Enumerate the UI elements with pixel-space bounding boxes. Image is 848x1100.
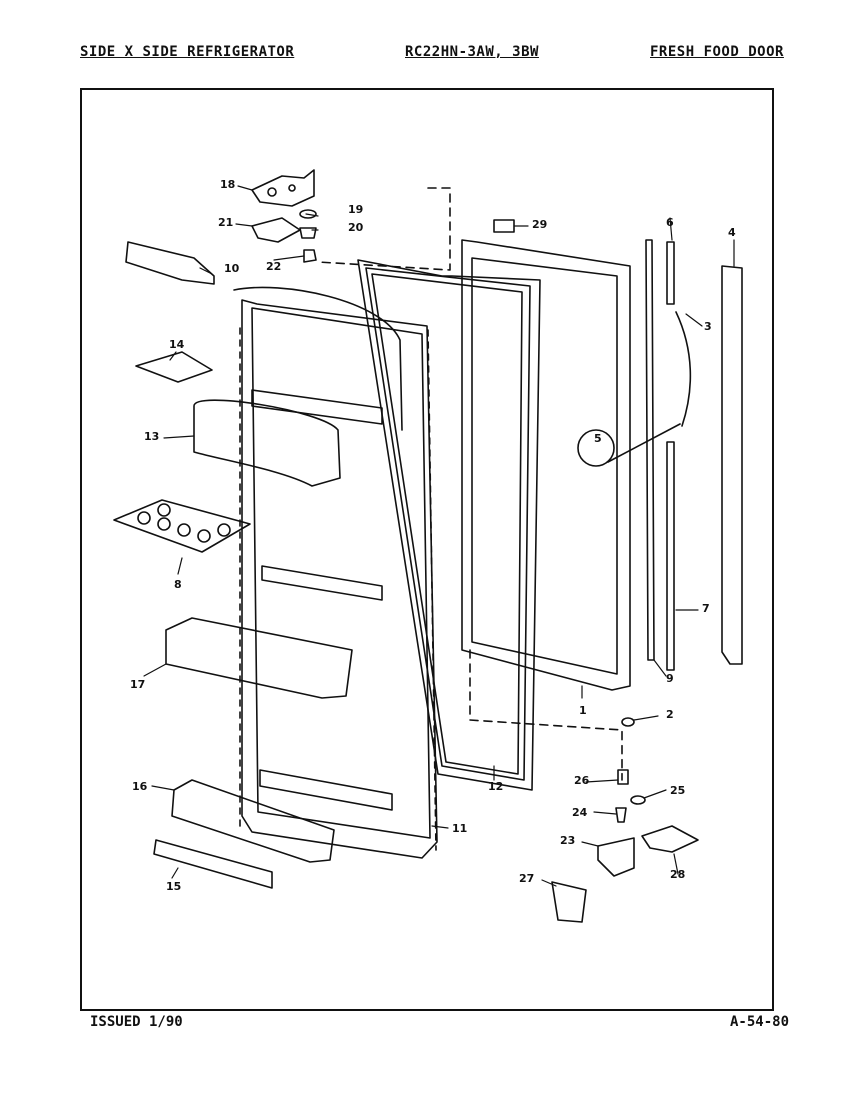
- lower-washer: [621, 717, 635, 727]
- mounting-bracket: [551, 881, 587, 923]
- door-shelf: [165, 617, 353, 699]
- callout-9: 9: [666, 672, 674, 685]
- door-gasket: [357, 259, 541, 791]
- side-trim-strip: [645, 239, 655, 661]
- callout-20: 20: [348, 221, 364, 234]
- upper-hinge: [251, 169, 315, 207]
- egg-tray: [113, 499, 251, 553]
- handle-insert: [675, 311, 692, 427]
- callout-10: 10: [224, 262, 240, 275]
- hinge-pin-path: [317, 187, 451, 271]
- callout-17: 17: [130, 678, 146, 691]
- handle-trim-lower: [666, 441, 675, 671]
- outer-door-panel: [461, 239, 631, 691]
- handle-screw-detail: [577, 429, 615, 467]
- header-model: RC22HN-3AW, 3BW: [405, 44, 539, 60]
- callout-29: 29: [532, 218, 548, 231]
- handle-trim-upper: [666, 241, 675, 305]
- hinge-pin: [615, 807, 627, 823]
- callout-4: 4: [728, 226, 736, 239]
- door-stop-bracket: [125, 241, 215, 285]
- hinge-shim: [251, 217, 301, 243]
- door-liner: [233, 286, 438, 859]
- header-section: FRESH FOOD DOOR: [650, 44, 784, 60]
- callout-3: 3: [704, 320, 712, 333]
- bin-trim-strip: [153, 839, 273, 889]
- callout-19: 19: [348, 203, 364, 216]
- callout-13: 13: [144, 430, 160, 443]
- door-handle: [721, 265, 743, 665]
- callout-26: 26: [574, 774, 590, 787]
- callout-23: 23: [560, 834, 576, 847]
- lower-hinge-path: [469, 649, 623, 781]
- lower-hinge-bracket: [597, 837, 635, 877]
- hinge-pin-bushing: [617, 769, 629, 785]
- diagram-frame: 18 19 20 21 22 10 14 13 8 17 16 15 11 12…: [80, 88, 774, 1011]
- exploded-parts-diagram: [113, 169, 743, 923]
- leader-lines: [143, 185, 735, 887]
- hinge-nut: [303, 249, 317, 263]
- door-pad: [493, 219, 515, 233]
- callout-24: 24: [572, 806, 588, 819]
- callout-12: 12: [488, 780, 504, 793]
- bottom-door-bin: [171, 779, 335, 863]
- callout-2: 2: [666, 708, 674, 721]
- liner-trim-bar: [135, 351, 213, 383]
- callout-28: 28: [670, 868, 686, 881]
- callout-21: 21: [218, 216, 234, 229]
- callout-14: 14: [169, 338, 185, 351]
- dairy-compartment-cover: [193, 399, 341, 487]
- header-title: SIDE X SIDE REFRIGERATOR: [80, 44, 295, 60]
- footer-issued: ISSUED 1/90: [90, 1014, 183, 1030]
- callout-6: 6: [666, 216, 674, 229]
- hinge-washer: [299, 209, 317, 219]
- callout-7: 7: [702, 602, 710, 615]
- hinge-pin-washer: [630, 795, 646, 805]
- callout-18: 18: [220, 178, 236, 191]
- callout-16: 16: [132, 780, 148, 793]
- footer-code: A-54-80: [730, 1014, 790, 1030]
- lower-hinge-shim: [641, 825, 699, 853]
- callout-27: 27: [519, 872, 535, 885]
- callout-5: 5: [594, 432, 602, 445]
- callout-22: 22: [266, 260, 282, 273]
- hinge-bushing: [299, 227, 317, 239]
- callout-11: 11: [452, 822, 468, 835]
- callout-8-egg-tray: 8: [174, 578, 182, 591]
- callout-1: 1: [579, 704, 587, 717]
- callout-15: 15: [166, 880, 182, 893]
- callout-25: 25: [670, 784, 686, 797]
